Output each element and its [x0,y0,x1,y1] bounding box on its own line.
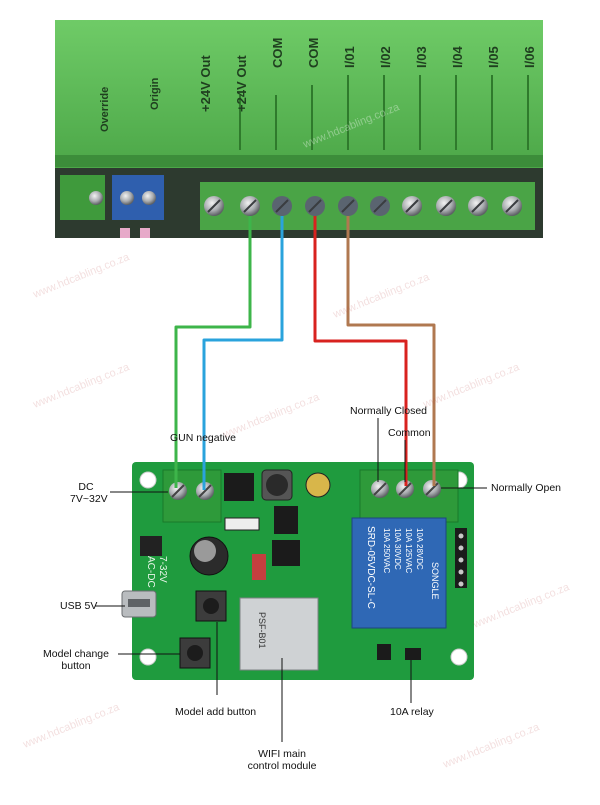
io3-label: I/03 [414,46,429,68]
relay-board: AC-DC 7-32V PSF-B01 [121,462,474,680]
silkscreen-voltage: 7-32V [157,556,168,583]
mount-hole-br [450,648,468,666]
wifi-module-text: PSF-B01 [257,612,267,649]
controller-connector-blue [112,175,164,220]
controller-pin-pink-a [120,228,130,238]
resistor [224,517,260,531]
controller-pin-pink-b [140,228,150,238]
com-label-a: COM [270,38,285,68]
io4-label: I/04 [450,46,465,68]
driver-chip [272,540,300,566]
relay-rating-3: 10A 125VAC [404,528,413,573]
controller-screw-left [89,191,103,205]
callout-lines [95,418,487,742]
callout-dc-line1: DC [78,481,94,493]
controller-labels: Override Origin +24V Out +24V Out COM CO… [99,38,537,132]
origin-label: Origin [149,77,161,110]
wire-red [313,216,408,486]
callout-usb: USB 5V [60,600,98,612]
model-add-button-cap [203,598,219,614]
regulator-chip [274,506,298,534]
callout-wifi: WIFI main control module [232,748,332,772]
callout-normally-open: Normally Open [491,482,562,494]
io6-label: I/06 [522,46,537,68]
wire-blue [202,216,284,490]
usb-port-slot [128,599,150,607]
controller-screw-slots [207,199,519,213]
controller-ridges [239,75,529,150]
wifi-module [239,597,319,671]
silkscreen-acdc: AC-DC [145,556,156,588]
callout-gun-negative: GUN negative [170,432,236,444]
callout-wifi-line1: WIFI main [258,748,306,760]
callout-model-add: Model add button [175,706,257,718]
com-label-b: COM [306,38,321,68]
inductor-core [266,474,288,496]
io5-label: I/05 [486,46,501,68]
wire-green [174,216,252,488]
mount-hole-bl [139,648,157,666]
led-component [252,554,266,580]
controller-screw-blue-a [120,191,134,205]
jumper-a [377,644,391,660]
ic-chip [224,473,254,501]
transistor [140,536,162,556]
controller-screw-blue-b [142,191,156,205]
capacitor-large-top [194,540,216,562]
header-pin-dots [458,533,464,587]
out24-label-b: +24V Out [234,55,249,112]
callout-normally-closed: Normally Closed [350,405,428,417]
model-change-button-cap [187,645,203,661]
relay [351,517,447,629]
callout-model-change-line1: Model change [43,648,109,660]
wires [174,216,436,490]
relay-rating-4: 10A 28VDC [415,528,424,570]
jumper-b [405,648,421,660]
io1-label: I/01 [342,46,357,68]
relay-brand: SONGLE [430,562,440,600]
callout-wifi-line2: control module [247,760,317,772]
out24-label-a: +24V Out [198,55,213,112]
relay-rating-2: 10A 30VDC [393,528,402,570]
capacitor-small [305,472,331,498]
model-add-button-part [195,590,227,622]
wire-brown [346,216,436,486]
callout-model-change-line2: button [61,660,91,672]
relay-model-text: SRD-05VDC-SL-C [365,526,376,609]
callout-common: Common [388,427,431,439]
controller-ledge [55,155,543,167]
controller-unit: Override Origin +24V Out +24V Out COM CO… [55,20,543,238]
callout-dc: DC [64,481,108,493]
callout-model-change: Model change button [36,648,116,672]
relay-rating-1: 10A 250VAC [382,528,391,573]
mount-hole-tl [139,471,157,489]
callout-dc-voltage: 7V~32V [70,493,108,505]
override-label: Override [99,87,111,132]
io2-label: I/02 [378,46,393,68]
controller-housing [55,20,543,168]
callout-10a-relay: 10A relay [390,706,434,718]
